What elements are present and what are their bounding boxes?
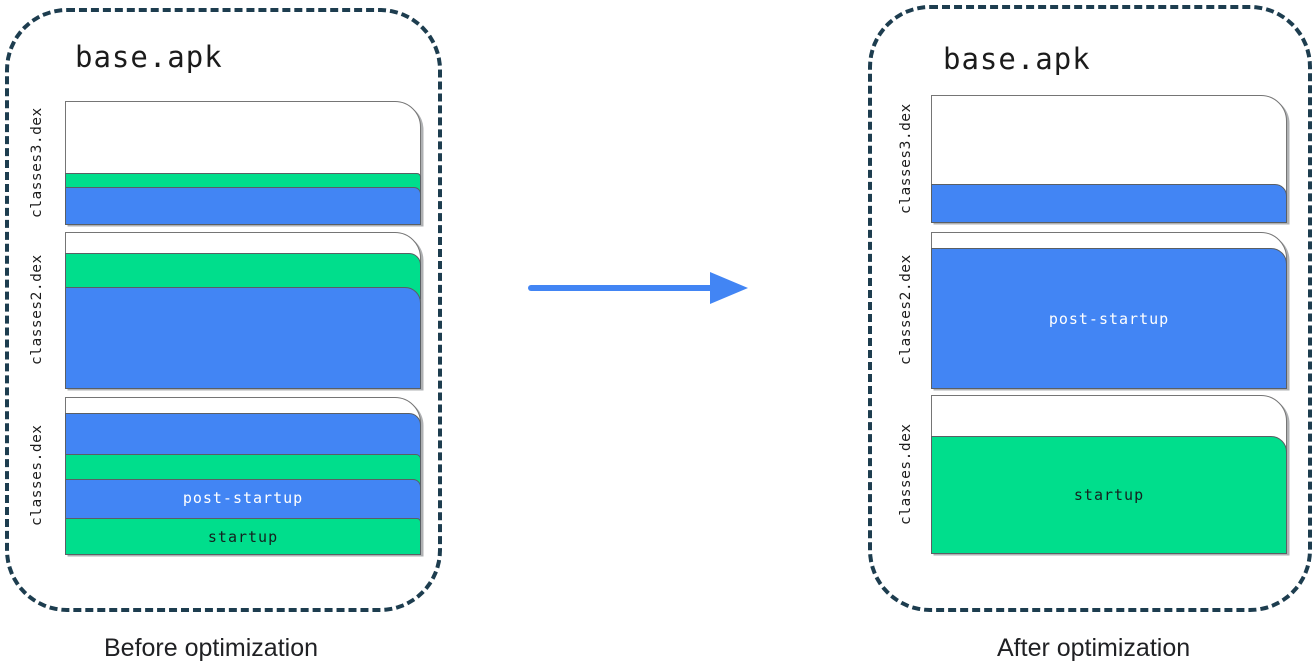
before-apk-container: [5, 8, 442, 612]
after-classes3-segment-blue: [931, 184, 1287, 223]
after-classes-segment-startup: [931, 436, 1287, 554]
before-classes-label: classes.dex: [29, 424, 45, 527]
after-caption: After optimization: [997, 634, 1191, 662]
before-classes3-page: [65, 101, 421, 225]
before-caption: Before optimization: [104, 634, 319, 662]
before-classes2-label: classes2.dex: [29, 254, 45, 366]
before-classes-segment-startup: [65, 518, 421, 555]
before-classes3-segment-blue: [65, 187, 421, 225]
after-classes3-label: classes3.dex: [898, 103, 914, 214]
before-classes2-page: [65, 232, 421, 389]
after-classes-label: classes.dex: [898, 423, 914, 525]
before-classes3-label: classes3.dex: [29, 107, 45, 218]
after-classes2-label: classes2.dex: [898, 254, 914, 366]
transform-arrow-shaft: [528, 285, 720, 291]
after-classes2-segment-post-startup: [931, 248, 1287, 389]
transform-arrow-icon: [710, 272, 748, 304]
after-apk-container: [868, 5, 1312, 612]
after-classes2-page: post-startup: [931, 232, 1287, 389]
before-classes-page: post-startup startup: [65, 397, 421, 555]
after-classes-page: startup: [931, 395, 1287, 554]
after-classes3-page: [931, 95, 1287, 223]
after-apk-title: base.apk: [943, 42, 1091, 76]
before-apk-title: base.apk: [75, 40, 223, 74]
before-classes2-segment-blue: [65, 287, 421, 389]
